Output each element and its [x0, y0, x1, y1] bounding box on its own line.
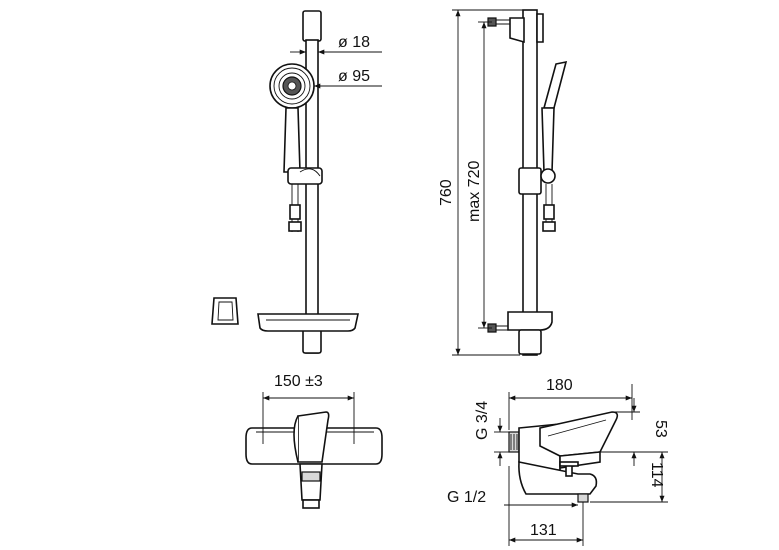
total-height-label: 760 — [438, 179, 455, 206]
upper-height-label: 53 — [652, 420, 669, 438]
total-depth-label: 114 — [648, 462, 665, 488]
outlet-thread-dimension: G 1/2 — [447, 489, 578, 508]
shower-set-front-view: ø 18 ø 95 — [211, 10, 382, 354]
hand-shower-handle — [283, 107, 301, 173]
slider — [287, 167, 323, 185]
side-hand-shower — [542, 60, 568, 109]
rail-diameter-dimension: ø 18 — [290, 34, 382, 55]
soap-dish — [257, 313, 359, 332]
mixer-side-view: 180 G 3/4 53 114 G — [447, 377, 669, 546]
max-mount-label: max 720 — [466, 161, 483, 222]
max-mount-dimension: max 720 — [466, 21, 492, 329]
side-lever — [539, 411, 619, 457]
spout-reach-dimension: 131 — [508, 466, 584, 546]
side-slider — [518, 167, 542, 195]
spread-dimension: 150 ±3 — [262, 373, 355, 444]
shower-set-side-view: 760 max 720 — [438, 9, 568, 356]
outlet-thread — [577, 493, 589, 503]
side-spout — [518, 461, 598, 495]
mixer-front-view: 150 ±3 — [245, 373, 383, 509]
total-depth-dimension: 114 — [590, 451, 668, 503]
head-diameter-dimension: ø 95 — [314, 68, 382, 89]
inlet-thread-dimension: G 3/4 — [474, 401, 509, 466]
hand-shower — [269, 63, 315, 173]
mixer-spout — [299, 463, 323, 501]
body-length-dimension: 180 — [508, 377, 633, 430]
spout-reach-label: 131 — [530, 522, 557, 539]
top-bracket — [302, 10, 322, 42]
mixer-lever — [297, 411, 330, 463]
outlet-thread-label: G 1/2 — [447, 489, 486, 506]
side-soap-dish — [507, 311, 553, 331]
side-top-bracket — [509, 17, 525, 44]
inlet-thread-label: G 3/4 — [474, 401, 491, 440]
body-length-label: 180 — [546, 377, 573, 394]
spread-label: 150 ±3 — [274, 373, 323, 390]
total-height-dimension: 760 — [438, 9, 530, 356]
head-diameter-label: ø 95 — [338, 68, 370, 85]
rail-diameter-label: ø 18 — [338, 34, 370, 51]
